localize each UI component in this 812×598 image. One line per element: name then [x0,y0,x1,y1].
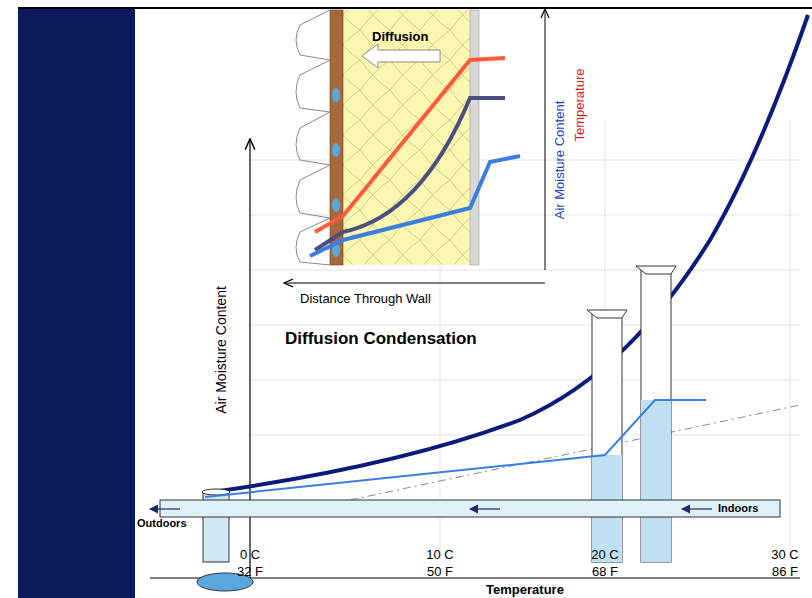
tick-label: 10 C [426,548,453,562]
axis-title: Temperature [486,583,564,597]
tick-label: 68 F [592,565,618,579]
axis-title: Air Moisture Content [214,286,229,414]
axis-title: Temperature [573,69,587,142]
region-label: Indoors [718,502,758,514]
annotation: Diffusion [372,30,428,44]
tick-label: 30 C [771,548,798,562]
tick-label: 32 F [237,565,263,579]
axis-title: Air Moisture Content [553,101,567,220]
tick-label: 86 F [772,565,798,579]
axis-title: Distance Through Wall [300,292,431,306]
side-band [18,8,135,598]
region-label: Outdoors [137,517,187,529]
diagram-title: Diffusion Condensation [285,330,477,349]
tick-label: 50 F [427,565,453,579]
tick-label: 0 C [240,548,260,562]
tick-label: 20 C [591,548,618,562]
